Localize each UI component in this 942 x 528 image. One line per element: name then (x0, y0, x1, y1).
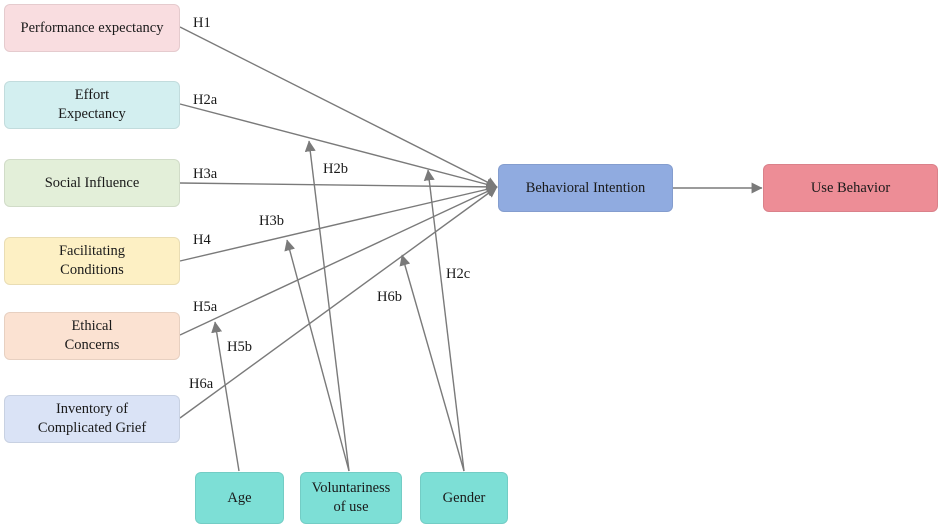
node-performance-expectancy: Performance expectancy (4, 4, 180, 52)
arrow-voluntariness-moderation-effort (304, 140, 350, 472)
label-h5b: H5b (227, 339, 252, 355)
arrow-voluntariness-moderation-social (284, 239, 350, 472)
arrow-social-to-intention (179, 181, 498, 193)
label-h2c: H2c (446, 266, 471, 282)
label-h2a: H2a (193, 92, 218, 108)
arrow-gender-moderation-effort (423, 169, 465, 472)
node-inventory-complicated-grief: Inventory of Complicated Grief (4, 395, 180, 443)
node-effort-expectancy: Effort Expectancy (4, 81, 180, 129)
label-h5a: H5a (193, 299, 218, 315)
arrow-ethical-to-intention (179, 186, 498, 336)
node-facilitating-conditions: Facilitating Conditions (4, 237, 180, 285)
node-voluntariness-of-use: Voluntariness of use (300, 472, 402, 524)
label-h1: H1 (193, 15, 211, 31)
node-social-influence: Social Influence (4, 159, 180, 207)
arrow-facilitating-to-intention (179, 184, 498, 262)
label-h6a: H6a (189, 376, 214, 392)
label-h2b: H2b (323, 161, 348, 177)
arrow-gender-moderation-inventory (399, 254, 465, 472)
node-ethical-concerns: Ethical Concerns (4, 312, 180, 360)
label-h6b: H6b (377, 289, 402, 305)
node-age: Age (195, 472, 284, 524)
arrow-inventory-to-intention (179, 186, 498, 419)
label-h3a: H3a (193, 166, 218, 182)
node-gender: Gender (420, 472, 508, 524)
node-use-behavior: Use Behavior (763, 164, 938, 212)
label-h3b: H3b (259, 213, 284, 229)
arrow-performance-to-intention (179, 26, 498, 188)
label-h4: H4 (193, 232, 211, 248)
node-behavioral-intention: Behavioral Intention (498, 164, 673, 212)
arrow-age-moderation (211, 321, 240, 472)
arrow-effort-to-intention (179, 103, 498, 190)
